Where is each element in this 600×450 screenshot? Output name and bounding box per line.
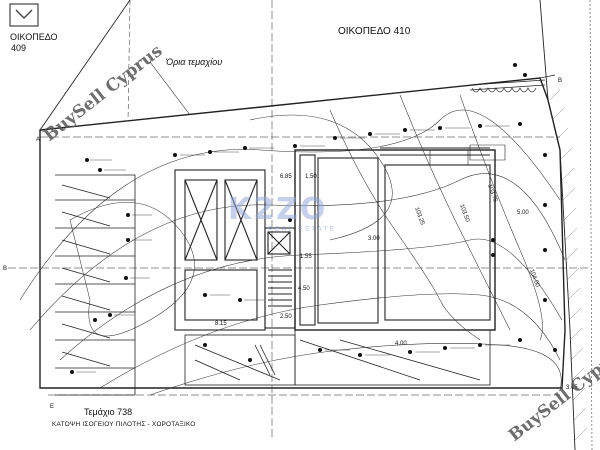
contour-label: 103.75 <box>486 184 498 204</box>
dimension-label: 6.85 <box>280 174 292 180</box>
brand-logo-icon <box>9 3 39 27</box>
dimension-label: 3.05 <box>566 385 578 391</box>
watermark-center: K2ZO <box>228 192 328 227</box>
dimension-label: 5.00 <box>517 210 529 216</box>
contour-label: 103.50 <box>458 204 470 224</box>
svg-text:B: B <box>558 78 562 84</box>
boundary-leader-2 <box>149 61 191 116</box>
contour-label: 103.25 <box>413 207 425 227</box>
dimension-label: 2.50 <box>280 314 292 320</box>
watermark-center-sub: REAL ESTATE <box>268 226 337 233</box>
survey-points <box>70 63 557 374</box>
entrance-gate <box>469 74 556 101</box>
contour-lines <box>19 94 566 396</box>
svg-text:B: B <box>3 266 7 272</box>
dimension-label: 8.15 <box>215 321 227 327</box>
site-boundary <box>39 77 566 389</box>
dimension-label: 4.00 <box>395 341 407 347</box>
parcel-label: Τεμάχιο 738 <box>84 407 133 417</box>
svg-text:A: A <box>36 137 40 143</box>
plan-title: ΚΑΤΟΨΗ ΙΣΟΓΕΙΟΥ ΠΙΛΟΤΗΣ - ΧΩΡΟΤΑΞΙΚΟ <box>52 421 196 428</box>
dimension-label: 4.50 <box>298 286 310 292</box>
contour-label: 104.00 <box>528 269 540 289</box>
svg-text:E: E <box>50 404 54 410</box>
dimension-label: 1.50 <box>305 174 317 180</box>
plot-410-label: ΟΙΚΟΠΕΔΟ 410 <box>338 26 411 37</box>
plot-boundary-label: Όρια τεμαχίου <box>166 57 223 67</box>
level-annotations <box>76 125 510 373</box>
road-hatch <box>549 89 588 441</box>
plot-409-label: ΟΙΚΟΠΕΔΟ <box>10 32 58 42</box>
building-core <box>174 147 496 331</box>
dimension-label: 1.55 <box>300 254 312 260</box>
plot-409-number: 409 <box>11 43 27 53</box>
boundary-leader <box>39 0 131 131</box>
lower-block <box>184 329 491 386</box>
dimension-label: 3.00 <box>368 236 380 242</box>
road-edge <box>539 0 576 450</box>
